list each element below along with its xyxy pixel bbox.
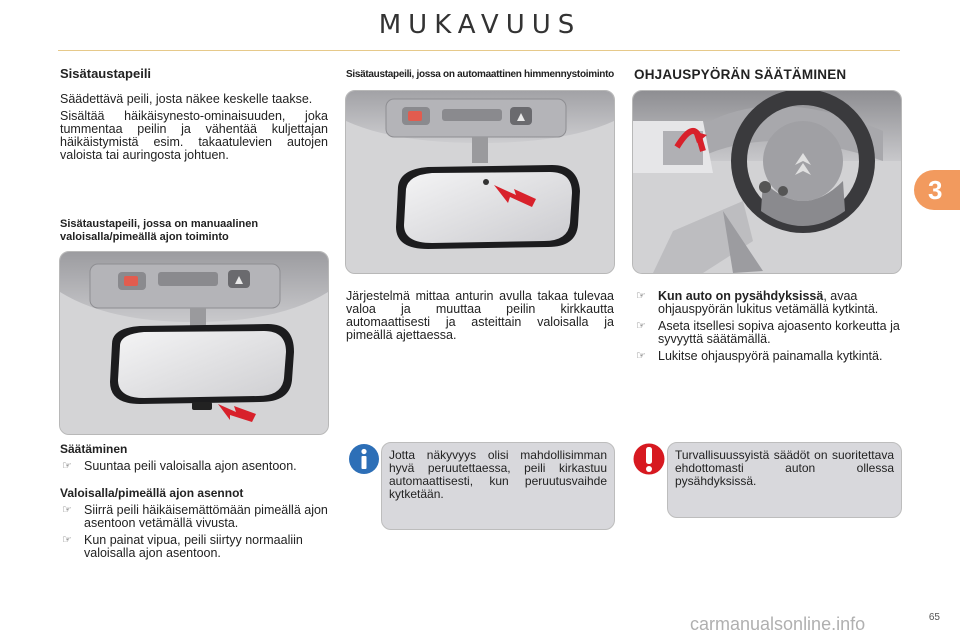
mirror-antiglare-paragraph: Sisältää häikäisynesto-ominaisuuden, jok…: [60, 109, 328, 162]
adjust-title: Säätäminen: [60, 442, 128, 456]
warning-note-text: Turvallisuussyistä säädöt on suoritettav…: [675, 448, 894, 488]
daynight-title: Valoisalla/pimeällä ajon asennot: [60, 486, 244, 500]
daynight-bullet: ☞ Siirrä peili häikäisemättömään pimeäll…: [60, 504, 328, 530]
steering-bullet: ☞ Lukitse ohjauspyörä painamalla kytkint…: [634, 350, 900, 363]
manual-mirror-illustration: [59, 251, 329, 435]
steering-bullet-text: Aseta itsellesi sopiva ajoasento korkeut…: [658, 319, 900, 346]
auto-mirror-text: Järjestelmä mittaa anturin avulla takaa …: [346, 290, 614, 346]
steering-bullet: ☞ Aseta itsellesi sopiva ajoasento korke…: [634, 320, 900, 346]
info-icon: [349, 444, 379, 474]
info-note-text: Jotta näkyvyys olisi mahdollisimman hyvä…: [389, 448, 607, 501]
steering-bullet-text: , avaa ohjauspyörän lukitus vetämällä ky…: [658, 289, 879, 316]
steering-bullet: ☞ Kun auto on pysähdyksissä, avaa ohjaus…: [634, 290, 900, 316]
steering-illustration: [632, 90, 902, 274]
bullet-arrow-icon: ☞: [636, 350, 646, 362]
left-column: Sisätaustapeili Säädettävä peili, josta …: [60, 66, 328, 166]
chapter-tab[interactable]: 3: [914, 170, 960, 210]
watermark[interactable]: carmanualsonline.info: [690, 614, 866, 634]
bullet-arrow-icon: ☞: [62, 504, 72, 516]
page-title: MUKAVUUS: [378, 10, 582, 40]
page-number: 65: [928, 612, 940, 623]
adjust-bullet-text: Suuntaa peili valoisalla ajon asentoon.: [84, 459, 297, 473]
adjust-bullet: ☞ Suuntaa peili valoisalla ajon asentoon…: [60, 460, 328, 473]
mirror-intro-paragraph: Säädettävä peili, josta näkee keskelle t…: [60, 92, 313, 106]
auto-mirror-illustration: [345, 90, 615, 274]
manual-mirror-subtitle: Sisätaustapeili, jossa on manuaalinen va…: [60, 218, 259, 243]
auto-mirror-paragraph: Järjestelmä mittaa anturin avulla takaa …: [346, 289, 614, 342]
daynight-bullet: ☞ Kun painat vipua, peili siirtyy normaa…: [60, 534, 328, 560]
bullet-arrow-icon: ☞: [62, 534, 72, 546]
steering-instructions: ☞ Kun auto on pysähdyksissä, avaa ohjaus…: [634, 288, 900, 367]
adjust-section: Säätäminen ☞ Suuntaa peili valoisalla aj…: [60, 443, 328, 564]
auto-mirror-caption: Sisätaustapeili, jossa on automaattinen …: [346, 69, 614, 80]
warning-icon: [633, 443, 665, 475]
bullet-arrow-icon: ☞: [62, 460, 72, 472]
header-divider: [58, 50, 900, 51]
warning-note-box: [667, 442, 902, 518]
steering-bullet-bold: Kun auto on pysähdyksissä: [658, 289, 824, 303]
section-title-mirror: Sisätaustapeili: [60, 66, 152, 81]
bullet-arrow-icon: ☞: [636, 290, 646, 302]
steering-bullet-text: Lukitse ohjauspyörä painamalla kytkintä.: [658, 349, 883, 363]
info-note-box: [381, 442, 615, 530]
section-title-steering: OHJAUSPYÖRÄN SÄÄTÄMINEN: [634, 67, 847, 82]
bullet-arrow-icon: ☞: [636, 320, 646, 332]
daynight-bullet-text: Siirrä peili häikäisemättömään pimeällä …: [84, 503, 328, 530]
daynight-bullet-text: Kun painat vipua, peili siirtyy normaali…: [84, 533, 303, 560]
